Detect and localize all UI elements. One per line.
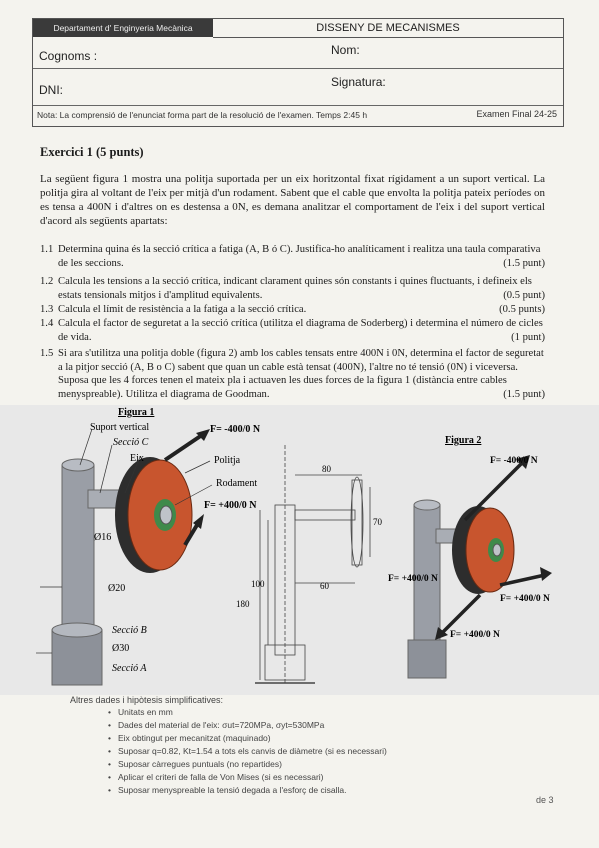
label-suport: Suport vertical [90,422,149,433]
dim-70: 70 [373,517,383,527]
arrowhead-icon [540,567,552,581]
hypothesis-item: •Unitats en mm [108,707,173,717]
question-points: (1.5 punt) [503,257,545,269]
hypothesis-text: Dades del material de l'eix: σut=720MPa,… [118,720,325,730]
support-top-2 [413,499,441,511]
leader-line [184,460,211,474]
label-d16: Ø16 [94,532,111,543]
arrowhead-icon [193,514,204,529]
dim-180: 180 [236,599,250,609]
support-top [61,458,95,472]
fig2-force-4: F= +400/0 N [450,630,500,640]
question-number: 1.4 [40,318,54,329]
divider [33,68,563,69]
hypothesis-item: •Eix obtingut per mecanitzat (maquinado) [108,733,271,743]
figures-area: Figura 1 Sup [0,405,599,695]
hypotheses-title: Altres dades i hipòtesis simplificatives… [70,695,224,705]
arrowhead-icon [196,429,210,441]
hypothesis-item: •Suposar càrregues puntuals (no repartid… [108,759,282,769]
question-points: (0.5 punts) [499,304,545,315]
label-eix: Eix [130,453,144,464]
hypothesis-item: •Suposar menyspreable la tensió degada a… [108,785,347,795]
figures-svg: Figura 1 Sup [36,407,552,686]
hypothesis-item: •Suposar q=0.82, Kt=1.54 a tots els canv… [108,746,387,756]
leader-line [99,444,113,494]
course-title: DISSENY DE MECANISMES [213,19,563,38]
hypothesis-text: Aplicar el criteri de falla de Von Mises… [118,772,324,782]
question-text: Si ara s'utilitza una politja doble (fig… [58,348,544,400]
dim-80: 80 [322,464,332,474]
question-points: (0.5 punt) [503,289,545,301]
leader-line [124,456,141,494]
support-base [51,629,103,686]
dni-label: DNI: [39,83,63,97]
leader-line [174,484,213,506]
force-arrow [463,458,527,522]
hypothesis-text: Suposar q=0.82, Kt=1.54 a tots els canvi… [118,746,387,756]
label-rodament: Rodament [216,478,257,489]
fig2-force-1: F= -400/0 N [490,456,538,466]
hypothesis-text: Unitats en mm [118,707,173,717]
label-seccio-c: Secció C [113,437,149,448]
hypothesis-text: Eix obtingut per mecanitzat (maquinado) [118,733,271,743]
question-number: 1.1 [40,244,54,255]
question-number: 1.5 [40,348,54,359]
signatura-label: Signatura: [331,75,386,89]
exam-header: Departament d' Enginyeria Mecànica DISSE… [32,18,564,127]
leader-line [79,428,93,466]
exam-id: Examen Final 24-25 [476,109,557,119]
arrowhead-icon [516,455,530,469]
question-text: Calcula el límit de resistència a la fat… [58,304,307,315]
hypothesis-item: •Aplicar el criteri de falla de Von Mise… [108,772,324,782]
label-seccio-b: Secció B [112,625,147,636]
label-d20: Ø20 [108,583,125,594]
support-base-2 [407,639,447,679]
fig2-force-3: F= +400/0 N [500,594,550,604]
label-force-bottom: F= +400/0 N [204,500,257,511]
exercise-title: Exercici 1 (5 punts) [40,145,144,159]
figure2-caption: Figura 2 [445,435,481,446]
cognoms-label: Cognoms : [39,49,98,63]
exam-note: Nota: La comprensió de l'enunciat forma … [37,110,368,120]
nom-label: Nom: [331,43,360,57]
hypothesis-text: Suposar càrregues puntuals (no repartide… [118,759,282,769]
question-text: Determina quina és la secció crítica a f… [58,244,541,269]
force-arrow [438,593,482,637]
dim-60: 60 [320,581,330,591]
question-text: Calcula el factor de seguretat a la secc… [58,318,543,343]
force-arrow-top [163,431,207,462]
exercise-intro: La següent figura 1 mostra una politja s… [40,173,545,227]
page-number: de 3 [536,795,554,805]
base-top [51,622,103,638]
label-seccio-a: Secció A [112,663,147,674]
fig2-force-2: F= +400/0 N [388,574,438,584]
figure1-caption: Figura 1 [118,407,154,418]
label-d30: Ø30 [112,643,129,654]
label-politja: Politja [214,455,241,466]
question-points: (1.5 punt) [503,388,545,400]
label-force-top: F= -400/0 N [210,424,261,435]
technical-drawing [255,445,371,684]
question-text: Calcula les tensions a la secció crítica… [58,276,532,301]
hypothesis-item: •Dades del material de l'eix: σut=720MPa… [108,720,325,730]
question-number: 1.2 [40,276,54,287]
force-arrow [499,573,546,587]
department-banner: Departament d' Enginyeria Mecànica [33,19,213,37]
question-points: (1 punt) [511,331,545,343]
shaft-end-2 [492,543,502,557]
question-number: 1.3 [40,304,54,315]
shaft-end [159,505,173,525]
divider [33,105,563,106]
dim-100: 100 [251,579,265,589]
vertical-support-2 [413,504,441,646]
arrowhead-icon [435,627,448,640]
hypothesis-text: Suposar menyspreable la tensió degada a … [118,785,347,795]
